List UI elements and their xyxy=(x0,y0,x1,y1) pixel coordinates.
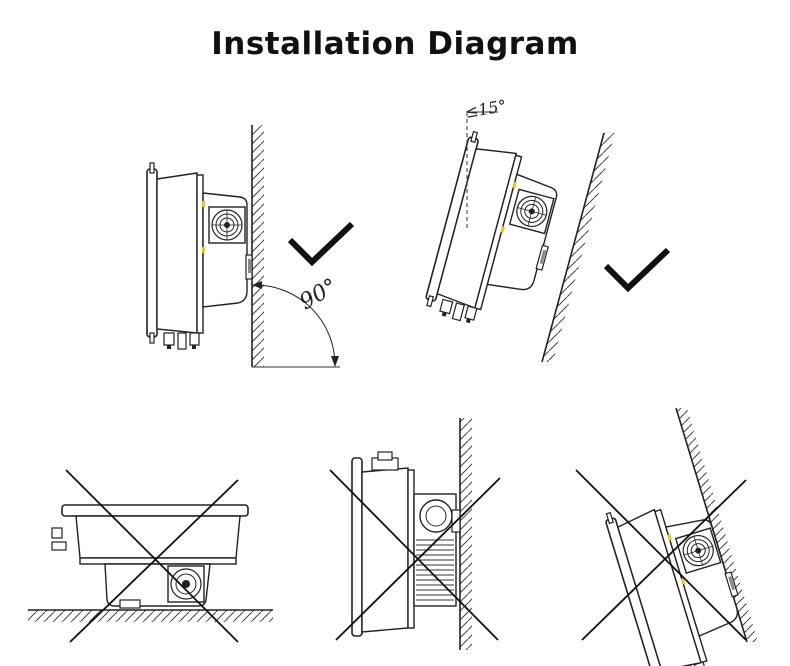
inverter-icon xyxy=(146,162,253,350)
checkmark-icon xyxy=(290,224,352,262)
inverter-icon xyxy=(421,130,573,339)
checkmark-icon xyxy=(606,250,668,288)
wall-line xyxy=(541,132,605,363)
panel-horizontal xyxy=(28,469,273,643)
cross-icon xyxy=(329,469,501,641)
cross-icon xyxy=(65,469,239,643)
cross-icon xyxy=(575,469,747,641)
diagram-title: Installation Diagram xyxy=(211,26,579,62)
panel-vertical: 90° xyxy=(146,125,352,368)
angle-label-15: ≤15° xyxy=(463,96,507,122)
angle-label-90: 90° xyxy=(296,274,342,315)
panel-tilted-back: ≤15° xyxy=(421,96,668,363)
angle-arc xyxy=(254,284,336,366)
panel-tilted-forward xyxy=(575,407,760,666)
panel-upside-down xyxy=(329,418,501,650)
inverter-icon xyxy=(51,504,249,609)
inverter-icon xyxy=(351,451,461,637)
